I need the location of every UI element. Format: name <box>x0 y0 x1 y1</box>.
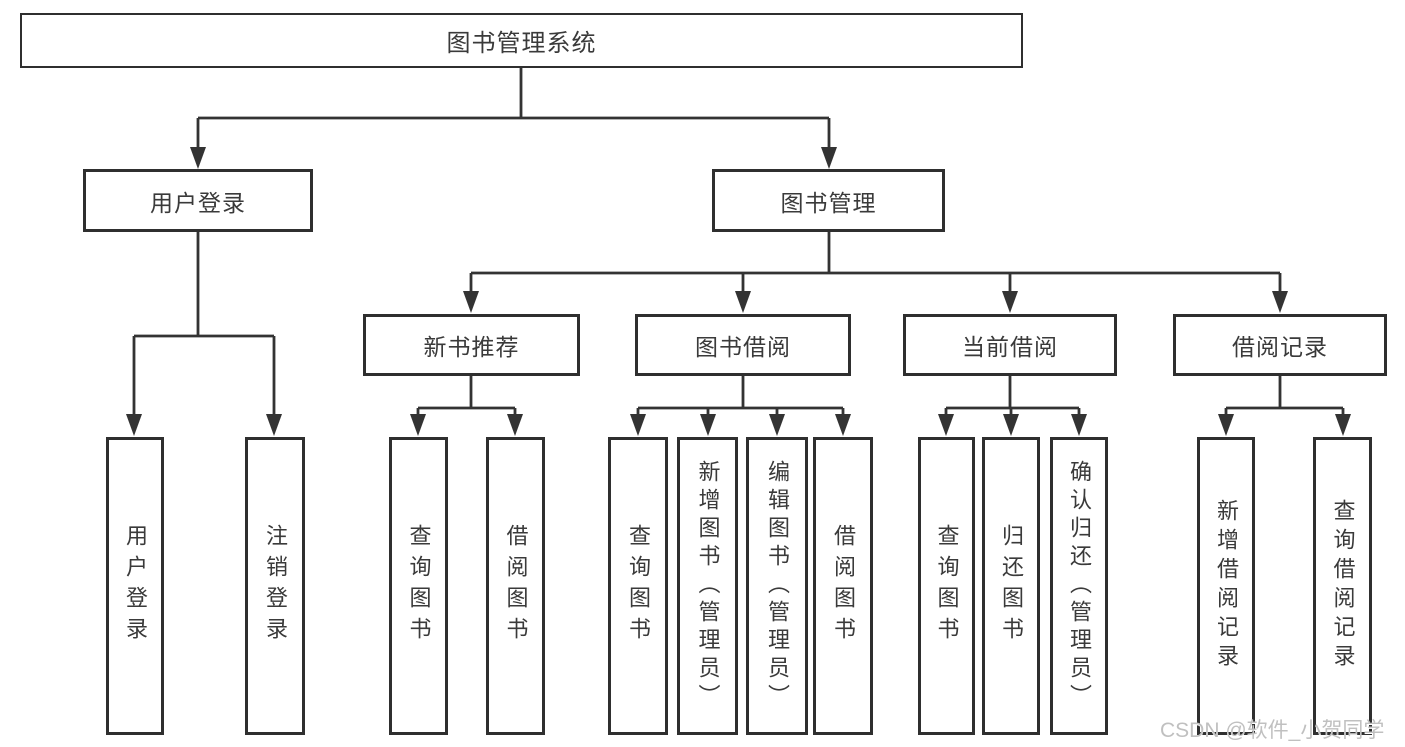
leaf-nbr-query-books-label: 查询图书 <box>406 524 432 648</box>
leaf-bb-add-books-admin-label: 新增图书（管理员） <box>695 460 721 712</box>
leaf-bb-borrow-books: 借阅图书 <box>813 437 873 735</box>
leaf-cb-return-books-label: 归还图书 <box>999 524 1024 648</box>
leaf-logout: 注销登录 <box>245 437 305 735</box>
leaf-user-login-label: 用户登录 <box>123 524 148 648</box>
node-root-label: 图书管理系统 <box>446 30 597 57</box>
leaf-br-query-record-label: 查询借阅记录 <box>1330 499 1356 673</box>
leaf-nbr-borrow-books-label: 借阅图书 <box>503 524 529 648</box>
leaf-cb-query-books: 查询图书 <box>918 437 975 735</box>
leaf-logout-label: 注销登录 <box>263 524 288 648</box>
leaf-cb-confirm-return-admin-label: 确认归还（管理员） <box>1067 460 1092 712</box>
node-book-management: 图书管理 <box>712 169 945 232</box>
leaf-cb-return-books: 归还图书 <box>982 437 1040 735</box>
leaf-br-add-record: 新增借阅记录 <box>1197 437 1255 735</box>
leaf-nbr-query-books: 查询图书 <box>389 437 448 735</box>
node-book-borrow-label: 图书借阅 <box>695 334 791 360</box>
leaf-bb-borrow-books-label: 借阅图书 <box>831 524 856 648</box>
leaf-cb-confirm-return-admin: 确认归还（管理员） <box>1050 437 1108 735</box>
node-borrow-records-label: 借阅记录 <box>1232 334 1328 360</box>
node-user-login-label: 用户登录 <box>150 189 246 216</box>
leaf-bb-edit-books-admin-label: 编辑图书（管理员） <box>765 460 790 712</box>
leaf-bb-add-books-admin: 新增图书（管理员） <box>677 437 738 735</box>
watermark: CSDN @软件_小贺同学 <box>1160 719 1385 742</box>
leaf-bb-query-books: 查询图书 <box>608 437 668 735</box>
arrowheads <box>126 147 1351 436</box>
leaf-user-login: 用户登录 <box>106 437 164 735</box>
leaf-bb-edit-books-admin: 编辑图书（管理员） <box>746 437 808 735</box>
node-current-borrow-label: 当前借阅 <box>962 334 1058 360</box>
node-new-book-recommend-label: 新书推荐 <box>423 334 520 360</box>
node-current-borrow: 当前借阅 <box>903 314 1117 376</box>
node-new-book-recommend: 新书推荐 <box>363 314 580 376</box>
leaf-br-add-record-label: 新增借阅记录 <box>1214 499 1239 673</box>
node-borrow-records: 借阅记录 <box>1173 314 1387 376</box>
leaf-cb-query-books-label: 查询图书 <box>934 524 960 648</box>
leaf-br-query-record: 查询借阅记录 <box>1313 437 1372 735</box>
leaf-nbr-borrow-books: 借阅图书 <box>486 437 545 735</box>
node-user-login: 用户登录 <box>83 169 313 232</box>
node-root: 图书管理系统 <box>20 13 1023 68</box>
node-book-management-label: 图书管理 <box>780 189 877 216</box>
node-book-borrow: 图书借阅 <box>635 314 851 376</box>
leaf-bb-query-books-label: 查询图书 <box>626 524 651 648</box>
